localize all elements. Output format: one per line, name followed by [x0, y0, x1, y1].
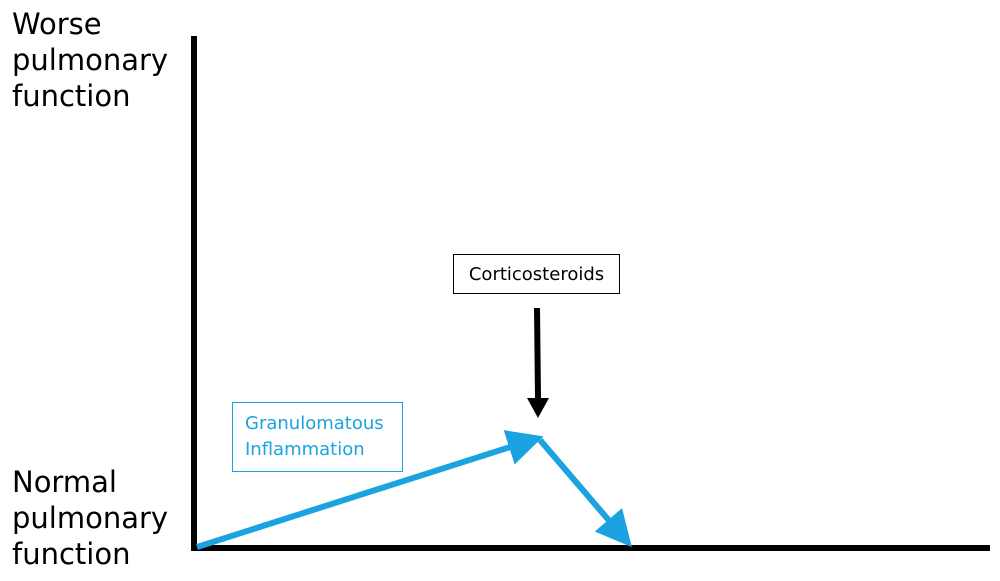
y-axis-top-label: Worse pulmonary function — [12, 6, 187, 114]
process-label-line: Granulomatous — [245, 413, 384, 434]
treatment-label-box: Corticosteroids — [453, 254, 620, 294]
treatment-label: Corticosteroids — [468, 263, 605, 285]
y-top-label-line: function — [12, 79, 131, 113]
process-label-line: Inflammation — [245, 439, 365, 460]
y-bottom-label-line: pulmonary — [12, 501, 169, 535]
treatment-arrow-shaft — [534, 307, 541, 399]
y-bottom-label-line: function — [12, 537, 131, 571]
y-axis-bottom-label: Normal pulmonary function — [12, 464, 187, 572]
treatment-arrow-head — [527, 398, 549, 418]
y-top-label-line: Worse — [12, 7, 102, 41]
y-bottom-label-line: Normal — [12, 465, 117, 499]
y-top-label-line: pulmonary — [12, 43, 169, 77]
falling-trajectory-arrow — [537, 438, 632, 548]
rising-trajectory-arrow — [196, 430, 544, 550]
process-label-box: Granulomatous Inflammation — [232, 402, 403, 472]
